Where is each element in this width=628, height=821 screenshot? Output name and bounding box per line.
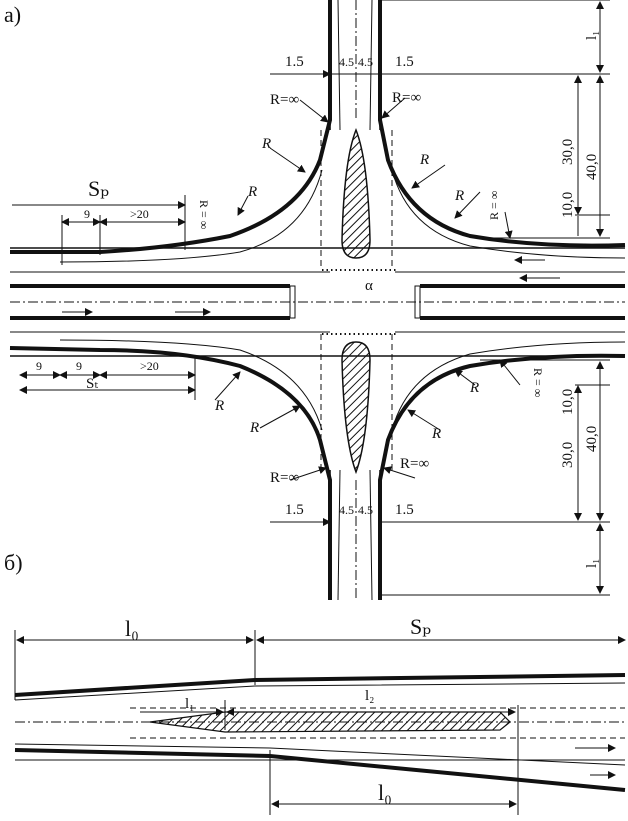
label-r-5: R [214, 398, 224, 414]
label-l1-b: l₁ [185, 696, 194, 712]
label-4-5-top-left: 4.5 [339, 55, 354, 69]
label-30-top: 30,0 [560, 139, 576, 165]
label-r-inf-top-right: R=∞ [392, 90, 421, 106]
label-sp: Sₚ [88, 176, 109, 201]
label-st: Sₜ [86, 376, 98, 392]
label-r-7: R [469, 380, 479, 396]
label-4-5-bottom-left: 4.5 [339, 503, 354, 517]
label-r-inf-top-left: R=∞ [270, 92, 299, 108]
left-dimensions [12, 195, 196, 400]
width-dimensions [270, 70, 380, 526]
panel-a-label: а) [4, 2, 21, 27]
label-alpha: α [365, 278, 373, 294]
label-gt20-bottom: >20 [140, 359, 159, 373]
label-1-5-bottom-left: 1.5 [285, 502, 304, 518]
traffic-arrows [62, 256, 560, 316]
label-r-eq-inf-left: R = ∞ [197, 200, 211, 229]
panel-b-label: б) [4, 550, 23, 575]
label-r-inf-bottom-right: R=∞ [400, 456, 429, 472]
label-1-5-top-right: 1.5 [395, 54, 414, 70]
label-40-bottom: 40,0 [584, 426, 600, 452]
label-r-4: R [454, 188, 464, 204]
label-sp-b: Sₚ [410, 614, 431, 639]
label-l1-bottom: l₁ [584, 559, 600, 568]
label-l1-top: l₁ [584, 31, 600, 40]
label-l0-top: l₀ [125, 616, 139, 641]
label-9-bottom-1: 9 [36, 359, 42, 373]
label-10-bottom: 10,0 [560, 389, 576, 415]
main-road [10, 247, 625, 357]
transition-lane-drawing [14, 630, 626, 815]
label-l0-bottom: l₀ [378, 780, 392, 805]
label-1-5-top-left: 1.5 [285, 54, 304, 70]
label-r-6: R [249, 420, 259, 436]
label-4-5-top-right: 4.5 [358, 55, 373, 69]
label-4-5-bottom-right: 4.5 [358, 503, 373, 517]
label-9-top: 9 [84, 207, 90, 221]
label-40-top: 40,0 [584, 154, 600, 180]
label-r-eq-inf-right-top: R = ∞ [487, 191, 501, 220]
label-r-2: R [247, 184, 257, 200]
label-r-eq-inf-right-bottom: R = ∞ [531, 368, 545, 397]
radius-leaders [214, 97, 521, 481]
corner-curbs [9, 0, 626, 600]
label-l2-b: l₂ [365, 688, 374, 704]
label-r-1: R [261, 136, 271, 152]
label-gt20-top: >20 [130, 207, 149, 221]
label-9-bottom-2: 9 [76, 359, 82, 373]
label-30-bottom: 30,0 [560, 442, 576, 468]
island-top [341, 127, 371, 259]
label-r-8: R [431, 426, 441, 442]
label-10-top: 10,0 [560, 192, 576, 218]
label-r-inf-bottom-left: R=∞ [270, 470, 299, 486]
label-r-3: R [419, 152, 429, 168]
island-bottom [341, 341, 371, 475]
label-1-5-bottom-right: 1.5 [395, 502, 414, 518]
